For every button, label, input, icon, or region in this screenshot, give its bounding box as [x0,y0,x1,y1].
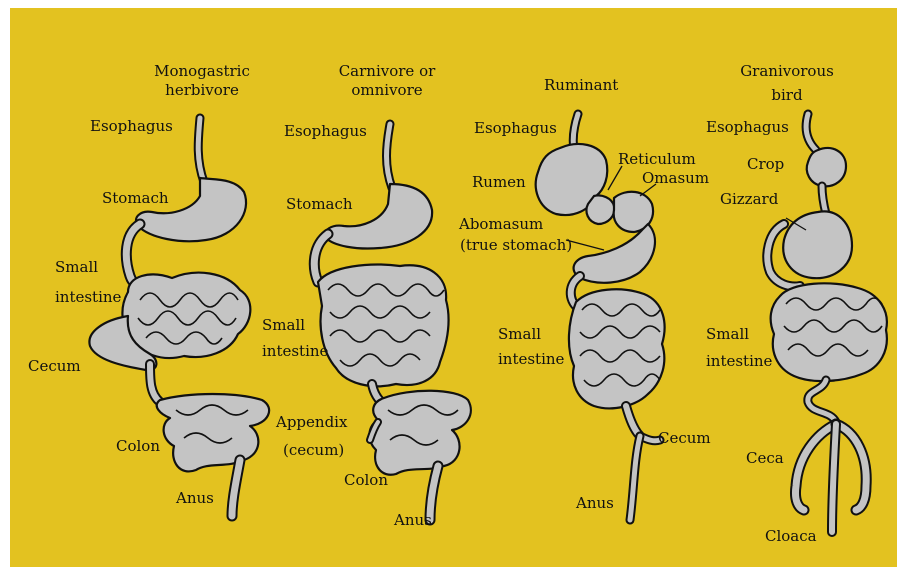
monogastric-esophagus-label: Esophagus [90,117,173,135]
monogastric-herbivore-diagram: Monogastric herbivore Esophagus Stomach … [28,62,269,516]
monogastric-colon-label: Colon [116,437,160,455]
ruminant-anus-label: Anus [575,494,614,512]
bird-small-intestine [771,283,887,381]
bird-small-intestine-label-1: Small [706,325,749,343]
ruminant-reticulum [586,195,614,224]
monogastric-small-intestine-label-2: intestine [55,288,122,306]
bird-small-intestine-label-2: intestine [706,352,773,370]
bird-title-line-1: Granivorous [740,62,834,80]
monogastric-stomach-label: Stomach [102,189,169,207]
ruminant-small-intestine-label-1: Small [498,325,541,343]
carnivore-anus-label: Anus [393,511,432,529]
monogastric-cecum-label: Cecum [28,357,81,375]
carnivore-appendix-label-2: (cecum) [283,441,344,459]
bird-cloaca-label: Cloaca [765,527,817,545]
bird-gizzard-label: Gizzard [720,190,779,208]
ruminant-cecum-label: Cecum [658,429,711,447]
ruminant-diagram: Ruminant Esophagus Reticulum Rumen Omasu… [458,76,711,520]
carnivore-esophagus-label: Esophagus [284,122,367,140]
ruminant-abomasum [574,224,655,283]
ruminant-rumen-label: Rumen [472,173,526,191]
bird-crop-label: Crop [747,155,784,173]
carnivore-colon [369,391,470,475]
carnivore-diagram: Carnivore or omnivore Esophagus Stomach … [262,62,471,529]
ruminant-abomasum-label-1: Abomasum [458,215,543,233]
ruminant-title: Ruminant [544,76,618,94]
ruminant-abomasum-label-2: (true stomach) [460,236,572,254]
carnivore-title-line-2: omnivore [351,81,422,99]
bird-ceca-label: Ceca [746,449,784,467]
carnivore-stomach-label: Stomach [286,195,353,213]
ruminant-small-intestine [569,289,665,408]
bird-title-line-2: bird [771,86,803,104]
monogastric-stomach [136,178,246,241]
bird-gizzard [783,211,852,278]
carnivore-stomach [325,184,432,249]
ruminant-small-intestine-label-2: intestine [498,350,565,368]
ruminant-omasum-label: Omasum [642,169,709,187]
monogastric-small-intestine [122,273,250,358]
bird-diagram: Granivorous bird Esophagus Crop Gizzard … [706,62,887,545]
monogastric-anus-label: Anus [175,489,214,507]
carnivore-title-line-1: Carnivore or [339,62,436,80]
carnivore-colon-label: Colon [344,471,388,489]
bird-esophagus-label: Esophagus [706,118,789,136]
carnivore-appendix-label-1: Appendix [275,413,348,431]
carnivore-small-intestine-label-2: intestine [262,342,329,360]
monogastric-title-line-1: Monogastric [154,62,250,80]
monogastric-small-intestine-label-1: Small [55,258,98,276]
carnivore-small-intestine [318,265,448,387]
carnivore-small-intestine-label-1: Small [262,316,305,334]
ruminant-esophagus-label: Esophagus [474,119,557,137]
monogastric-title-line-2: herbivore [165,81,239,99]
bird-crop [807,148,846,186]
ruminant-reticulum-label: Reticulum [618,150,696,168]
